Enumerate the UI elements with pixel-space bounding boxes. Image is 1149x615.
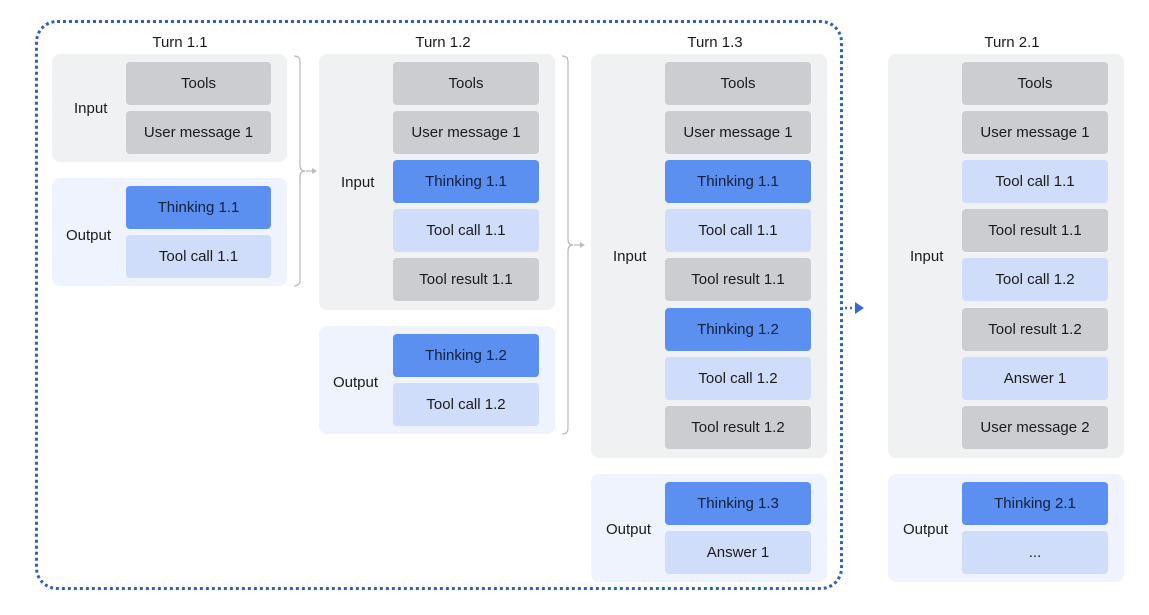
turn-1-3-input-item: User message 1 <box>665 111 811 154</box>
turn-1-1-output-item: Thinking 1.1 <box>126 186 271 229</box>
turn-1-3-input-item: Tool result 1.2 <box>665 406 811 449</box>
turn-2-1-input-item: Answer 1 <box>962 357 1108 400</box>
turn-1-2-output-label: Output <box>333 374 379 391</box>
turn-1-3-input-item: Tool call 1.1 <box>665 209 811 252</box>
turn-1-2-input-item: Tools <box>393 62 539 105</box>
turn-1-1-output-item: Tool call 1.1 <box>126 235 271 278</box>
turn-1-3-output-item: Thinking 1.3 <box>665 482 811 525</box>
turn-2-1-input-item: User message 2 <box>962 406 1108 449</box>
turn-1-1-title: Turn 1.1 <box>152 34 208 51</box>
turn-1-3-input-item: Thinking 1.1 <box>665 160 811 203</box>
turn-1-2-bracket <box>561 55 574 435</box>
turn-1-2-input-item: Thinking 1.1 <box>393 160 539 203</box>
turn-1-3-input-item: Tool call 1.2 <box>665 357 811 400</box>
turn-1-2-output-item: Tool call 1.2 <box>393 383 539 426</box>
turn-1-to-turn-2-arrow-head <box>855 302 864 314</box>
turn-1-3-input-item: Thinking 1.2 <box>665 308 811 351</box>
turn-2-1-input-item: Tool call 1.1 <box>962 160 1108 203</box>
turn-1-2-input-label: Input <box>341 174 375 191</box>
turn-1-2-output-item: Thinking 1.2 <box>393 334 539 377</box>
turn-2-1-input-item: Tool call 1.2 <box>962 258 1108 301</box>
turn-2-1-output-label: Output <box>903 521 949 538</box>
turn-1-3-input-item: Tools <box>665 62 811 105</box>
turn-1-1-bracket <box>293 55 306 287</box>
turn-2-1-input-item: Tools <box>962 62 1108 105</box>
turn-1-2-input-item: User message 1 <box>393 111 539 154</box>
turn-1-1-input-label: Input <box>74 100 108 117</box>
turn-1-3-title: Turn 1.3 <box>687 34 743 51</box>
turn-1-1-to-1-2-arrow-head <box>312 168 317 174</box>
turn-2-1-input-item: User message 1 <box>962 111 1108 154</box>
turn-1-context-boundary <box>35 20 843 590</box>
turn-1-2-input-item: Tool result 1.1 <box>393 258 539 301</box>
turn-1-3-output-label: Output <box>606 521 652 538</box>
turn-2-1-input-label: Input <box>910 248 944 265</box>
turn-1-2-to-1-3-arrow-head <box>580 242 585 248</box>
turn-1-1-output-label: Output <box>66 227 112 244</box>
turn-1-3-input-label: Input <box>613 248 647 265</box>
turn-1-3-output-item: Answer 1 <box>665 531 811 574</box>
turn-1-2-title: Turn 1.2 <box>415 34 471 51</box>
turn-2-1-input-item: Tool result 1.1 <box>962 209 1108 252</box>
turn-2-1-input-item: Tool result 1.2 <box>962 308 1108 351</box>
turn-1-2-input-item: Tool call 1.1 <box>393 209 539 252</box>
turn-1-1-input-item: Tools <box>126 62 271 105</box>
turn-1-1-input-item: User message 1 <box>126 111 271 154</box>
turn-2-1-output-item: Thinking 2.1 <box>962 482 1108 525</box>
turn-2-1-output-item: ... <box>962 531 1108 574</box>
turn-1-3-input-item: Tool result 1.1 <box>665 258 811 301</box>
turn-2-1-title: Turn 2.1 <box>984 34 1040 51</box>
